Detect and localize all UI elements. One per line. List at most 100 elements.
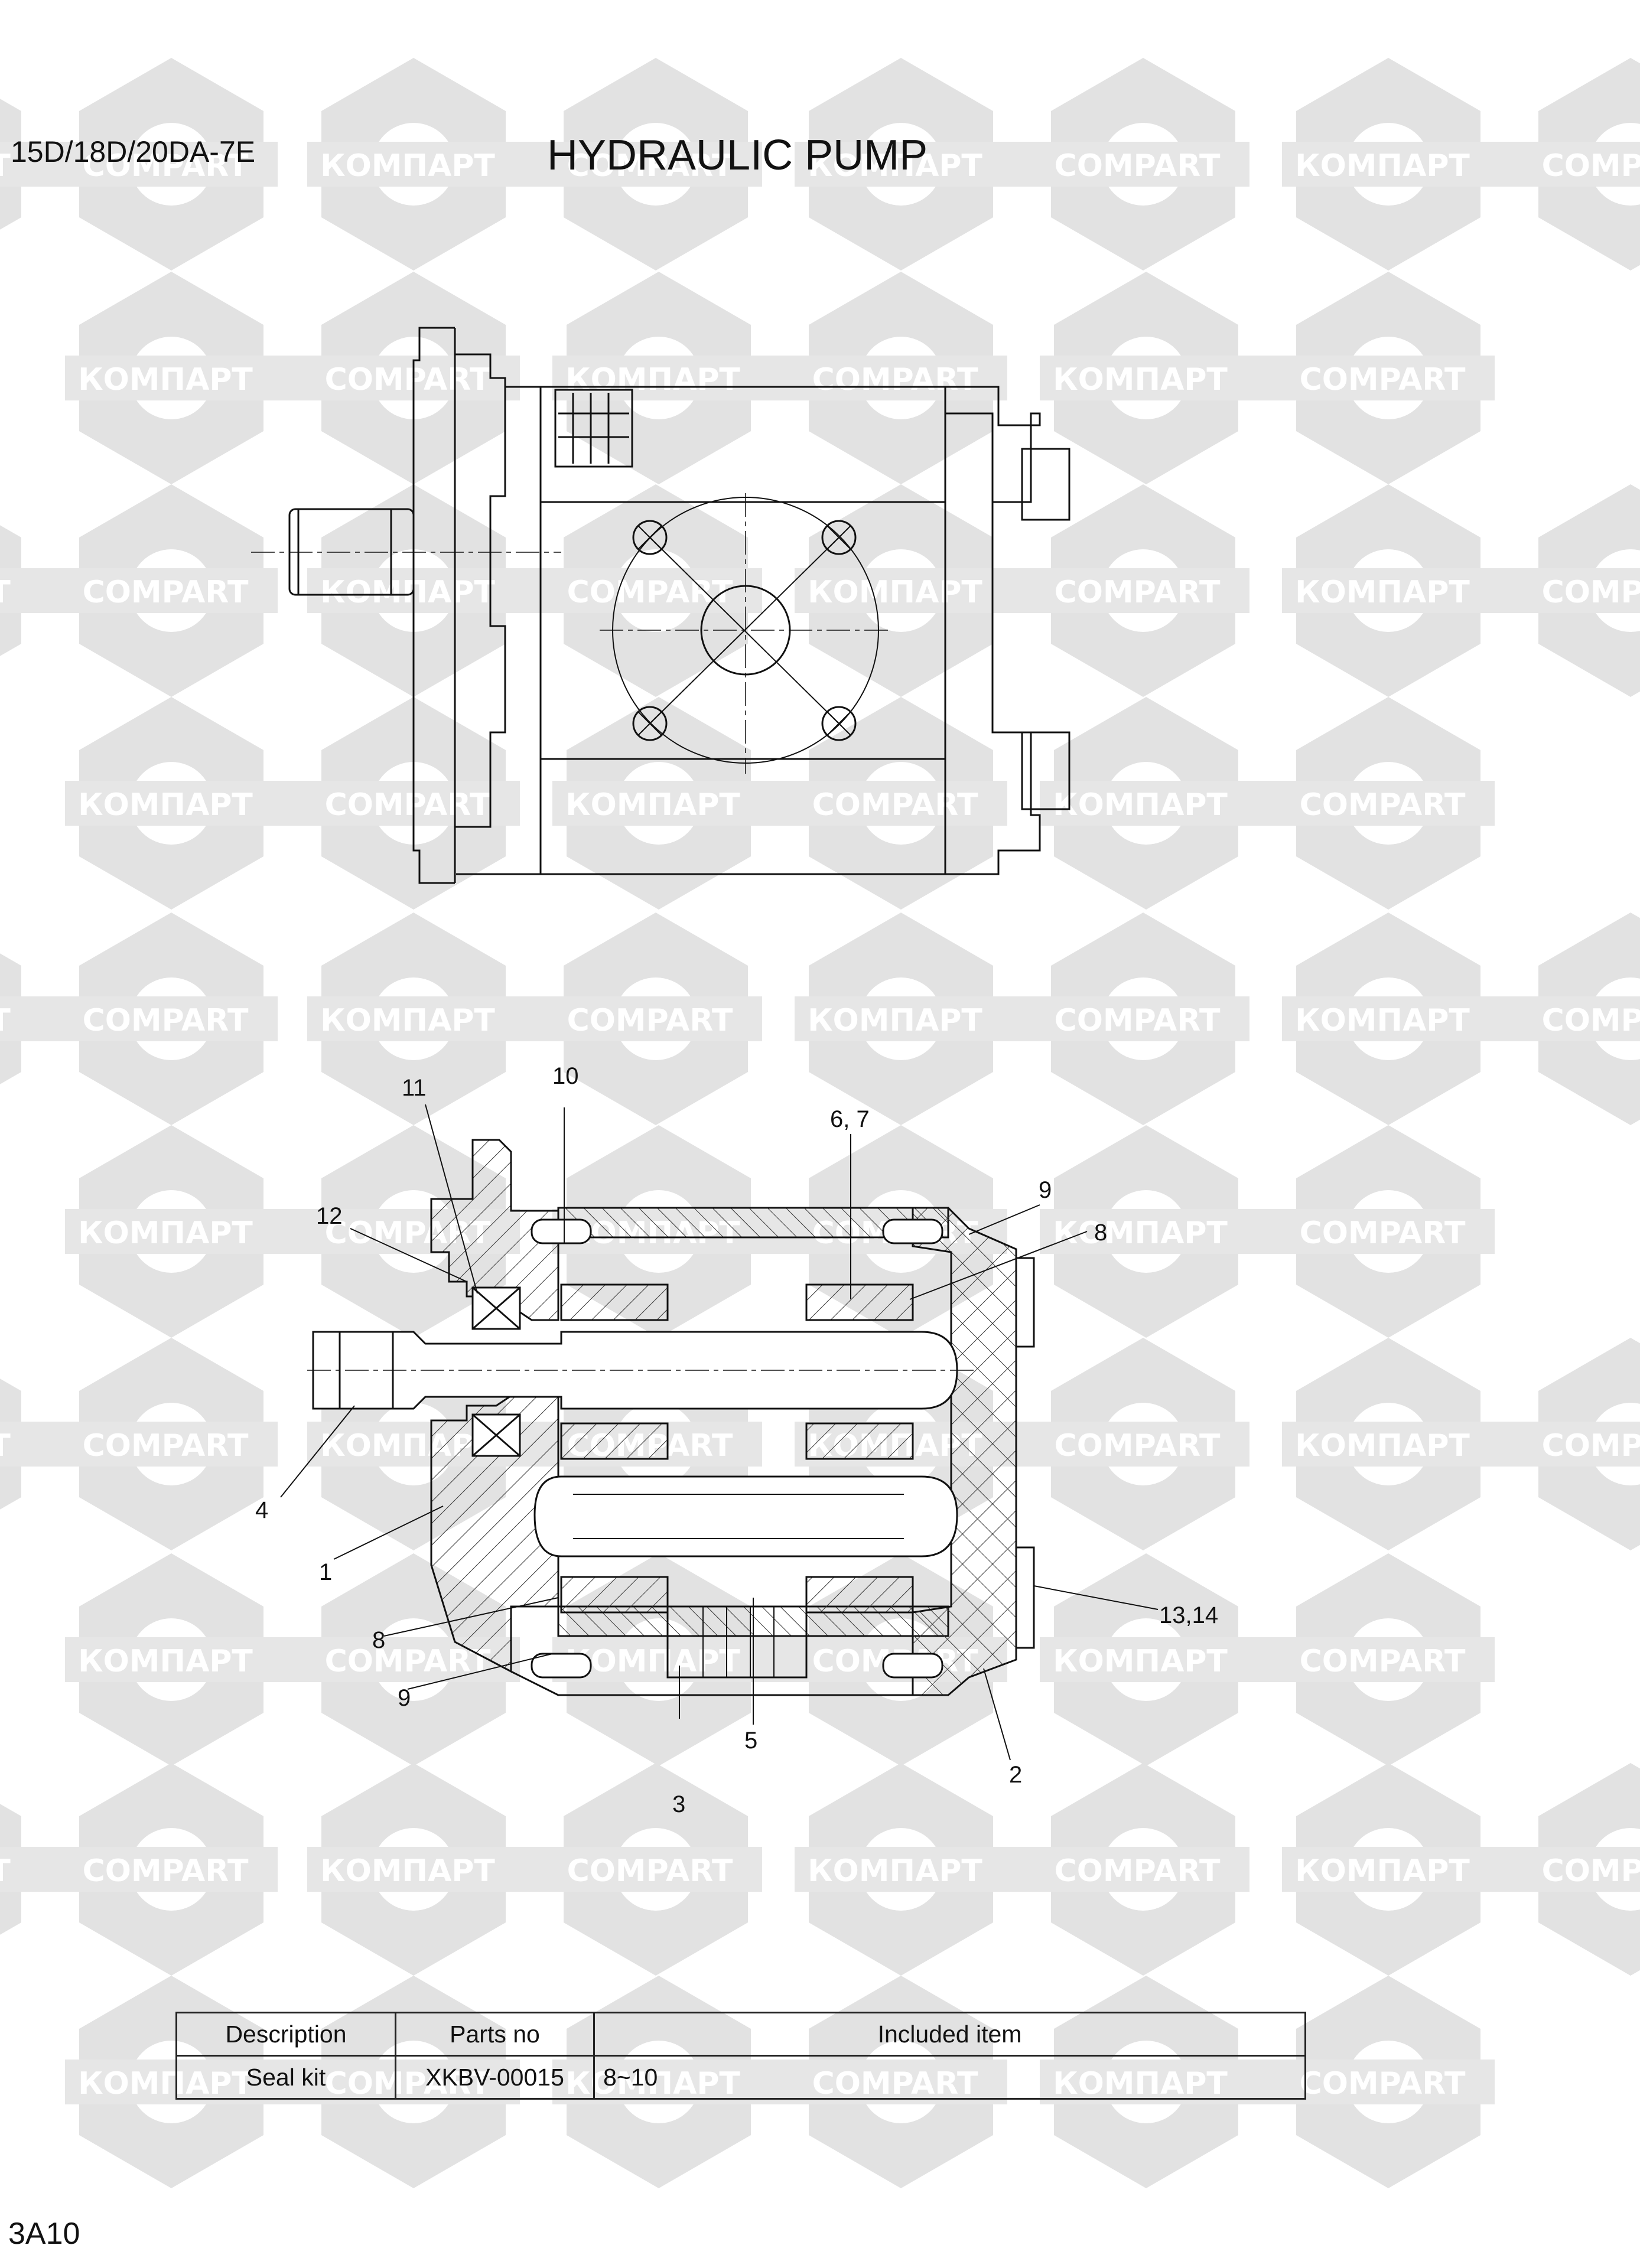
watermark-text-latin: COMPART [83, 575, 249, 610]
page-title: HYDRAULIC PUMP [547, 132, 928, 179]
watermark-text-cyrillic: КОМПАРТ [1053, 1216, 1228, 1251]
seal-kit-table: Description Parts no Included item Seal … [175, 2012, 1306, 2100]
header-parts-no: Parts no [395, 2012, 595, 2057]
callout-11: 11 [402, 1075, 427, 1101]
watermark-text-cyrillic: КОМПАРТ [1053, 787, 1228, 823]
watermark-text-cyrillic: КОМПАРТ [78, 1644, 253, 1679]
callout-13-14: 13,14 [1159, 1602, 1218, 1628]
watermark-tile: КОМПАРТ COMPART [0, 58, 278, 271]
watermark-text-latin: COMPART [1542, 1003, 1640, 1038]
watermark-text-latin: COMPART [83, 1003, 249, 1038]
table-row: Seal kit XKBV-00015 8~10 [175, 2055, 1306, 2100]
watermark-text-latin: COMPART [812, 362, 978, 397]
watermark-text-cyrillic: КОМПАРТ [565, 362, 740, 397]
watermark-tile: КОМПАРТ COMPART [1040, 272, 1495, 484]
watermark-text-latin: COMPART [1542, 575, 1640, 610]
watermark-text-latin: COMPART [567, 1853, 733, 1889]
watermark-text-cyrillic: КОМПАРТ [320, 148, 495, 184]
header-description: Description [175, 2012, 396, 2057]
watermark-text-cyrillic: КОМПАРТ [1295, 1428, 1470, 1464]
watermark-text-cyrillic: КОМПАРТ [320, 1003, 495, 1038]
watermark-text-latin: COMPART [1300, 362, 1466, 397]
watermark-tile: КОМПАРТ COMPART [552, 697, 1007, 910]
watermark-text-cyrillic: КОМПАРТ [1295, 148, 1470, 184]
header-included-item: Included item [593, 2012, 1306, 2057]
watermark-tile: КОМПАРТ COMPART [1282, 1763, 1640, 1976]
watermark-text-cyrillic: КОМПАРТ [320, 575, 495, 610]
watermark-text-latin: COMPART [1542, 1853, 1640, 1889]
watermark-text-cyrillic: КОМПАРТ [808, 148, 982, 184]
watermark-text-latin: COMPART [1542, 148, 1640, 184]
watermark-text-cyrillic: КОМПАРТ [78, 362, 253, 397]
watermark-text-cyrillic: КОМПАРТ [1295, 575, 1470, 610]
watermark-text-cyrillic: КОМПАРТ [565, 1644, 740, 1679]
watermark-text-latin: COMPART [83, 1853, 249, 1889]
watermark-text-latin: COMPART [325, 362, 491, 397]
watermark-text-cyrillic: КОМПАРТ [0, 1853, 11, 1889]
watermark-tile: КОМПАРТ COMPART [552, 272, 1007, 484]
pump-section-view [307, 1139, 1035, 1696]
callout-9-bottom: 9 [398, 1685, 411, 1711]
watermark-text-latin: COMPART [1300, 787, 1466, 823]
callout-leaders [280, 1104, 1159, 1761]
watermark-tile: КОМПАРТ COMPART [1040, 1125, 1495, 1338]
watermark-text-latin: COMPART [1055, 1003, 1221, 1038]
watermark-tile: КОМПАРТ COMPART [1282, 484, 1640, 697]
watermark-text-cyrillic: КОМПАРТ [1053, 362, 1228, 397]
watermark-layer: КОМПАРТ COMPART КОМПАРТ COMPART КОМПАРТ COMPA… [0, 58, 1640, 2188]
pump-exterior-view [251, 327, 1070, 884]
watermark-tile: КОМПАРТ COMPART [1282, 58, 1640, 271]
watermark-text-latin: COMPART [1542, 1428, 1640, 1464]
callout-4: 4 [255, 1497, 268, 1523]
callout-12: 12 [316, 1203, 343, 1229]
watermark-text-latin: COMPART [1055, 1853, 1221, 1889]
watermark-tile: КОМПАРТ COMPART [1040, 1553, 1495, 1766]
watermark-tile: КОМПАРТ COMPART [0, 913, 278, 1125]
page-code: 3A10 [8, 2217, 80, 2251]
watermark-text-cyrillic: КОМПАРТ [78, 787, 253, 823]
watermark-text-latin: COMPART [1300, 1216, 1466, 1251]
watermark-text-latin: COMPART [1055, 575, 1221, 610]
callout-1: 1 [319, 1559, 332, 1585]
watermark-text-cyrillic: КОМПАРТ [0, 148, 11, 184]
watermark-text-cyrillic: КОМПАРТ [1053, 1644, 1228, 1679]
table-header-row: Description Parts no Included item [175, 2012, 1306, 2057]
watermark-text-latin: COMPART [1300, 2066, 1466, 2101]
callout-5: 5 [744, 1728, 757, 1754]
watermark-text-latin: COMPART [812, 787, 978, 823]
watermark-text-latin: COMPART [1055, 148, 1221, 184]
watermark-tile: КОМПАРТ COMPART [1040, 697, 1495, 910]
callout-3: 3 [672, 1791, 685, 1817]
watermark-text-latin: COMPART [567, 148, 733, 184]
watermark-tile: КОМПАРТ COMPART [1282, 1338, 1640, 1550]
watermark-text-cyrillic: КОМПАРТ [565, 787, 740, 823]
watermark-text-latin: COMPART [325, 1644, 491, 1679]
callout-6-7: 6, 7 [830, 1106, 870, 1132]
watermark-tile: КОМПАРТ COMPART [795, 1763, 1249, 1976]
callout-2: 2 [1009, 1762, 1022, 1788]
watermark-text-cyrillic: КОМПАРТ [0, 575, 11, 610]
watermark-text-latin: COMPART [1300, 1644, 1466, 1679]
model-code: 15D/18D/20DA-7E [11, 135, 256, 168]
watermark-text-latin: COMPART [325, 787, 491, 823]
callout-9-top: 9 [1039, 1177, 1052, 1203]
cell-description: Seal kit [175, 2055, 396, 2100]
watermark-tile: КОМПАРТ COMPART [795, 484, 1249, 697]
watermark-text-cyrillic: КОМПАРТ [0, 1003, 11, 1038]
callout-10: 10 [552, 1063, 579, 1089]
watermark-text-latin: COMPART [83, 1428, 249, 1464]
watermark-text-latin: COMPART [83, 148, 249, 184]
cell-parts-no: XKBV-00015 [395, 2055, 595, 2100]
watermark-tile: КОМПАРТ COMPART [65, 697, 520, 910]
watermark-text-cyrillic: КОМПАРТ [1295, 1853, 1470, 1889]
watermark-text-cyrillic: КОМПАРТ [78, 1216, 253, 1251]
watermark-text-cyrillic: КОМПАРТ [808, 1853, 982, 1889]
watermark-tile: КОМПАРТ COMPART [307, 58, 762, 271]
callout-8-bottom: 8 [372, 1627, 385, 1653]
watermark-text-cyrillic: КОМПАРТ [808, 575, 982, 610]
